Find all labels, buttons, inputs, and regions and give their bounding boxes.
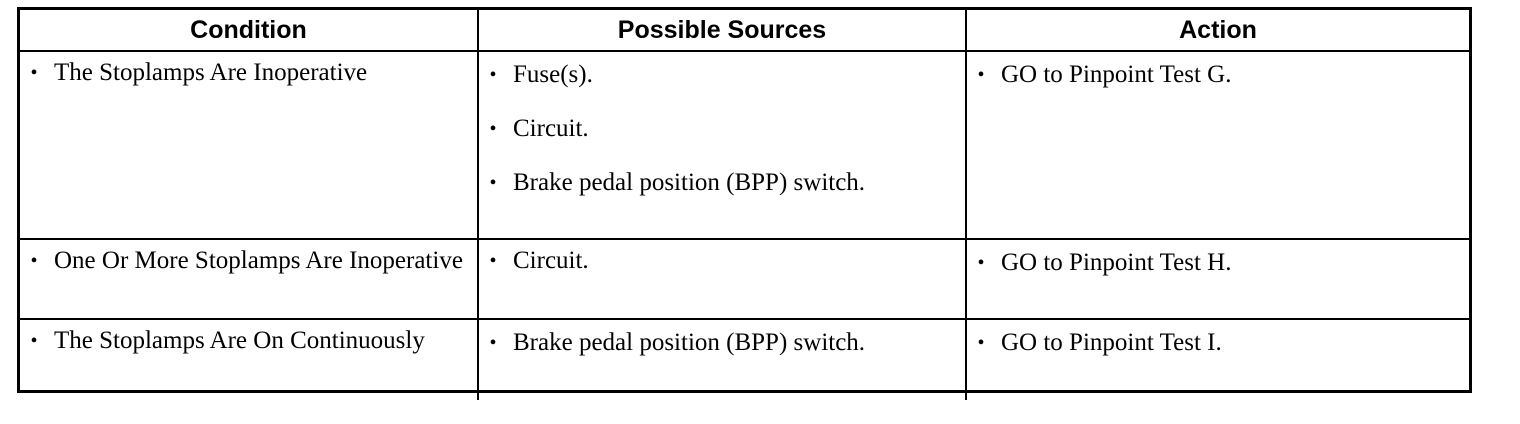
list-item: • One Or More Stoplamps Are Inoperative <box>30 244 467 278</box>
bullet-icon: • <box>977 332 985 354</box>
action-cell: • GO to Pinpoint Test I. <box>966 319 1469 400</box>
list-item: • GO to Pinpoint Test I. <box>977 326 1459 360</box>
bullet-icon: • <box>977 252 985 274</box>
list-item: • Circuit. <box>489 112 955 146</box>
sources-cell: • Fuse(s). • Circuit. • Brake pedal posi… <box>478 51 967 240</box>
bullet-icon: • <box>489 172 497 194</box>
list-item: • GO to Pinpoint Test H. <box>977 246 1459 280</box>
list-item: • Circuit. <box>489 244 955 278</box>
condition-cell: • The Stoplamps Are On Continuously <box>20 319 479 400</box>
header-action: Action <box>966 10 1469 52</box>
table-row: • One Or More Stoplamps Are Inoperative … <box>20 239 1469 320</box>
action-cell: • GO to Pinpoint Test H. <box>966 239 1469 320</box>
action-text: GO to Pinpoint Test H. <box>1001 249 1232 276</box>
bullet-icon: • <box>30 330 38 352</box>
condition-cell: • One Or More Stoplamps Are Inoperative <box>20 239 479 320</box>
bullet-icon: • <box>489 332 497 354</box>
table-row: • The Stoplamps Are Inoperative • Fuse(s… <box>20 51 1469 240</box>
action-text: GO to Pinpoint Test G. <box>1001 61 1232 88</box>
list-item: • GO to Pinpoint Test G. <box>977 58 1459 92</box>
sources-cell: • Circuit. <box>478 239 967 320</box>
list-item: • The Stoplamps Are Inoperative <box>30 56 467 90</box>
source-text: Brake pedal position (BPP) switch. <box>513 329 866 356</box>
table-row: • The Stoplamps Are On Continuously • Br… <box>20 319 1469 400</box>
bullet-icon: • <box>30 250 38 272</box>
condition-text: The Stoplamps Are On Continuously <box>54 327 425 354</box>
bullet-icon: • <box>489 64 497 86</box>
bullet-icon: • <box>977 64 985 86</box>
list-item: • The Stoplamps Are On Continuously <box>30 324 467 358</box>
header-possible-sources: Possible Sources <box>478 10 967 52</box>
diagnostic-table: Condition Possible Sources Action • The … <box>17 7 1472 400</box>
action-text: GO to Pinpoint Test I. <box>1001 329 1222 356</box>
header-condition: Condition <box>20 10 479 52</box>
header-row: Condition Possible Sources Action <box>20 10 1469 52</box>
source-text: Fuse(s). <box>513 61 593 88</box>
source-text: Circuit. <box>513 247 589 274</box>
sources-cell: • Brake pedal position (BPP) switch. <box>478 319 967 400</box>
bullet-icon: • <box>489 118 497 140</box>
bullet-icon: • <box>489 250 497 272</box>
list-item: • Brake pedal position (BPP) switch. <box>489 166 955 200</box>
condition-cell: • The Stoplamps Are Inoperative <box>20 51 479 240</box>
source-text: Circuit. <box>513 115 589 142</box>
symptom-chart: Condition Possible Sources Action • The … <box>20 10 1469 400</box>
condition-text: One Or More Stoplamps Are Inoperative <box>54 247 463 274</box>
action-cell: • GO to Pinpoint Test G. <box>966 51 1469 240</box>
condition-text: The Stoplamps Are Inoperative <box>54 59 368 86</box>
list-item: • Fuse(s). <box>489 58 955 92</box>
bullet-icon: • <box>30 62 38 84</box>
list-item: • Brake pedal position (BPP) switch. <box>489 326 955 360</box>
source-text: Brake pedal position (BPP) switch. <box>513 169 866 196</box>
